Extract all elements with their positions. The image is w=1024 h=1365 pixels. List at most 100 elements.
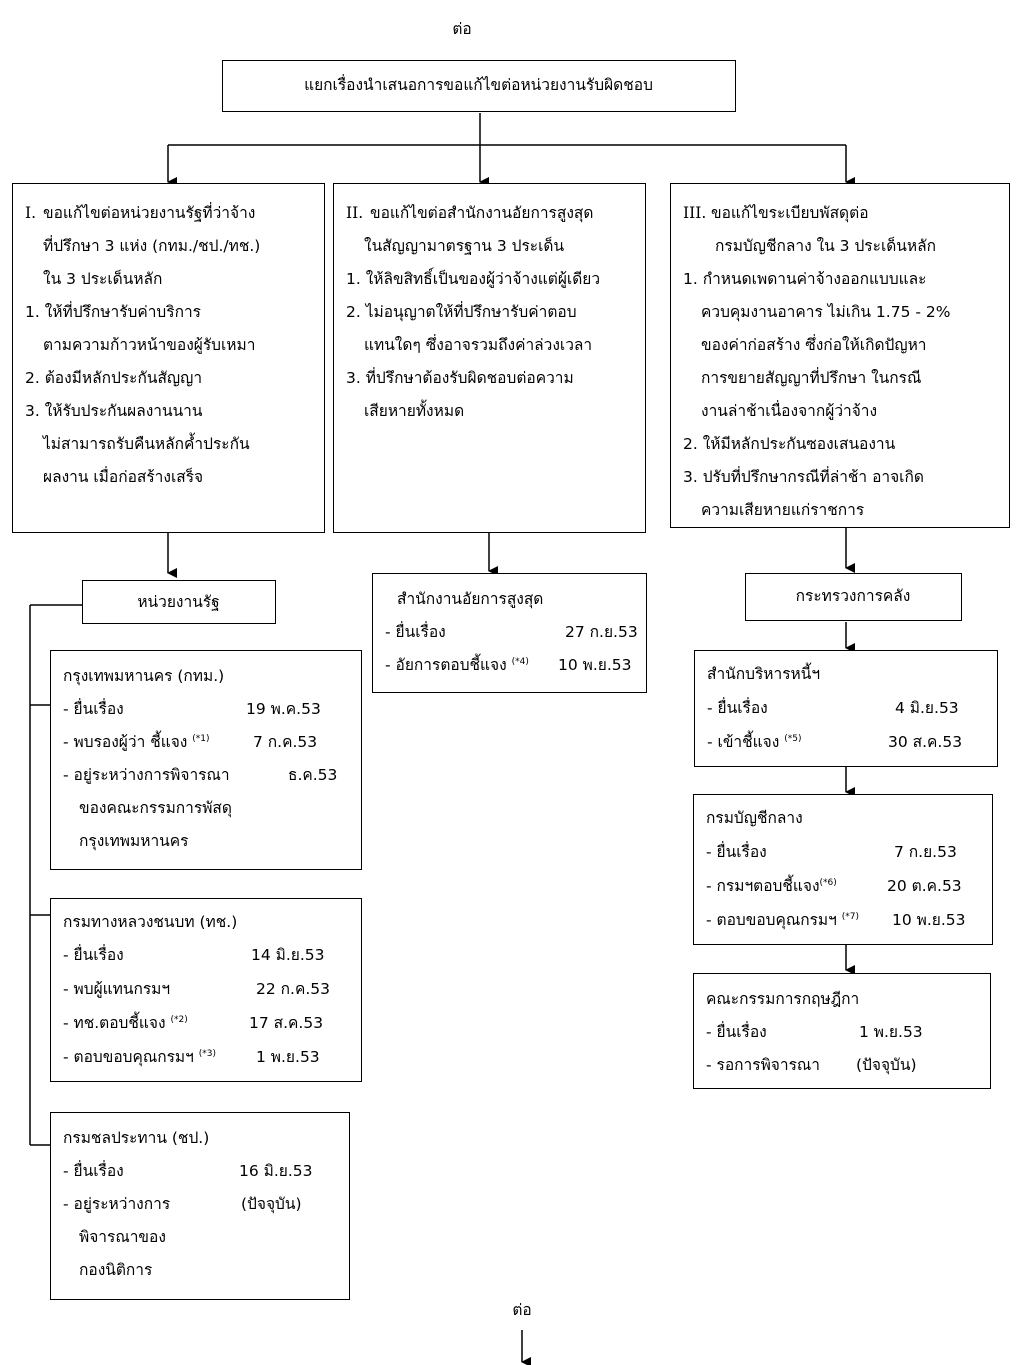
footnote-ref: (*6) bbox=[819, 878, 837, 888]
step-label: กองนิติการ bbox=[79, 1261, 153, 1279]
issue-line: ใน 3 ประเด็นหลัก bbox=[43, 270, 163, 288]
agency-title: คณะกรรมการกฤษฎีกา bbox=[706, 990, 860, 1008]
step-label: - ยื่นเรื่อง bbox=[385, 623, 446, 641]
step-label: - ยื่นเรื่อง bbox=[706, 843, 767, 861]
step-label: - ตอบขอบคุณกรมฯ (*7) bbox=[706, 911, 860, 929]
step-date: 4 มิ.ย.53 bbox=[895, 699, 959, 717]
issue-line: 1. ให้ที่ปรึกษารับค่าบริการ bbox=[25, 303, 202, 321]
issue-line: ตามความก้าวหน้าของผู้รับเหมา bbox=[43, 336, 256, 354]
issue-number-2: II. bbox=[346, 204, 364, 222]
footnote-ref: (*7) bbox=[841, 912, 860, 922]
step-label: - พบผู้แทนกรมฯ bbox=[63, 980, 171, 998]
step-label: - ยื่นเรื่อง bbox=[63, 1162, 124, 1180]
agency-box-bma: กรุงเทพมหานคร (กทม.) - ยื่นเรื่อง 19 พ.ค… bbox=[50, 650, 362, 870]
footnote-ref: (*2) bbox=[170, 1015, 188, 1025]
agency-title: สำนักบริหารหนี้ฯ bbox=[707, 665, 821, 683]
continued-top-label: ต่อ bbox=[452, 20, 472, 38]
step-label: - กรมฯตอบชี้แจง(*6) bbox=[706, 877, 837, 895]
agency-header-label: กระทรวงการคลัง bbox=[795, 587, 911, 605]
step-label: - ตอบขอบคุณกรมฯ (*3) bbox=[63, 1048, 217, 1066]
footnote-ref: (*5) bbox=[784, 734, 802, 744]
step-label: - เข้าชี้แจง (*5) bbox=[707, 733, 802, 751]
agency-box-pdmo: สำนักบริหารหนี้ฯ - ยื่นเรื่อง 4 มิ.ย.53 … bbox=[694, 650, 998, 767]
agency-header-state: หน่วยงานรัฐ bbox=[82, 580, 276, 624]
issue-line: การขยายสัญญาที่ปรึกษา ในกรณี bbox=[701, 369, 922, 387]
agency-title: สำนักงานอัยการสูงสุด bbox=[397, 590, 544, 608]
agency-box-council-of-state: คณะกรรมการกฤษฎีกา - ยื่นเรื่อง 1 พ.ย.53 … bbox=[693, 973, 991, 1089]
agency-title: กรมบัญชีกลาง bbox=[706, 809, 803, 827]
footnote-ref: (*3) bbox=[198, 1049, 217, 1059]
agency-box-cgd: กรมบัญชีกลาง - ยื่นเรื่อง 7 ก.ย.53 - กรม… bbox=[693, 794, 993, 945]
step-date: 27 ก.ย.53 bbox=[565, 623, 638, 641]
step-date: 10 พ.ย.53 bbox=[892, 911, 966, 929]
issue-line: 3. ที่ปรึกษาต้องรับผิดชอบต่อความ bbox=[346, 369, 574, 387]
issue-line: 3. ให้รับประกันผลงานนาน bbox=[25, 402, 203, 420]
step-date: 22 ก.ค.53 bbox=[256, 980, 330, 998]
issue-line: งานล่าช้าเนื่องจากผู้ว่าจ้าง bbox=[701, 402, 878, 420]
footnote-ref: (*1) bbox=[192, 734, 210, 744]
step-date: 14 มิ.ย.53 bbox=[251, 946, 325, 964]
step-label: - ยื่นเรื่อง bbox=[63, 946, 124, 964]
issue-box-attorney-general: II. ขอแก้ไขต่อสำนักงานอัยการสูงสุด ในสัญ… bbox=[333, 183, 646, 533]
step-date: 7 ก.ค.53 bbox=[253, 733, 318, 751]
step-date: 1 พ.ย.53 bbox=[256, 1048, 320, 1066]
step-date: ธ.ค.53 bbox=[288, 766, 338, 784]
step-date: 10 พ.ย.53 bbox=[558, 656, 632, 674]
agency-box-drr: กรมทางหลวงชนบท (ทช.) - ยื่นเรื่อง 14 มิ.… bbox=[50, 898, 362, 1082]
agency-box-oag: สำนักงานอัยการสูงสุด - ยื่นเรื่อง 27 ก.ย… bbox=[372, 573, 647, 693]
issue-line: ในสัญญามาตรฐาน 3 ประเด็น bbox=[364, 237, 565, 255]
step-date: 7 ก.ย.53 bbox=[894, 843, 957, 861]
issue-line: ขอแก้ไขต่อหน่วยงานรัฐที่ว่าจ้าง bbox=[43, 204, 256, 222]
footnote-ref: (*4) bbox=[511, 657, 529, 667]
issue-line: 2. ต้องมีหลักประกันสัญญา bbox=[25, 369, 203, 387]
continued-bottom-label: ต่อ bbox=[512, 1301, 532, 1319]
issue-line: 2. ไม่อนุญาตให้ที่ปรึกษารับค่าตอบ bbox=[346, 303, 577, 321]
agency-title: กรมชลประทาน (ชป.) bbox=[63, 1129, 210, 1147]
issue-line: ไม่สามารถรับคืนหลักค้ำประกัน bbox=[43, 435, 250, 453]
issue-line: เสียหายทั้งหมด bbox=[364, 402, 465, 420]
agency-box-rid: กรมชลประทาน (ชป.) - ยื่นเรื่อง 16 มิ.ย.5… bbox=[50, 1112, 350, 1300]
issue-number-3: III. bbox=[683, 204, 707, 222]
issue-line: ควบคุมงานอาคาร ไม่เกิน 1.75 - 2% bbox=[701, 303, 951, 321]
step-label: - อยู่ระหว่างการพิจารณา bbox=[63, 766, 230, 784]
agency-header-label: หน่วยงานรัฐ bbox=[137, 593, 220, 611]
step-label: - ยื่นเรื่อง bbox=[706, 1023, 767, 1041]
issue-line: ความเสียหายแก่ราชการ bbox=[701, 501, 865, 519]
root-box: แยกเรื่องนำเสนอการขอแก้ไขต่อหน่วยงานรับผ… bbox=[222, 60, 736, 112]
step-date: 19 พ.ค.53 bbox=[246, 700, 321, 718]
issue-line: ผลงาน เมื่อก่อสร้างเสร็จ bbox=[43, 468, 204, 486]
issue-line: 2. ให้มีหลักประกันซองเสนองาน bbox=[683, 435, 896, 453]
issue-line: 3. ปรับที่ปรึกษากรณีที่ล่าช้า อาจเกิด bbox=[683, 468, 924, 486]
issue-line: ขอแก้ไขต่อสำนักงานอัยการสูงสุด bbox=[370, 204, 594, 222]
agency-title: กรมทางหลวงชนบท (ทช.) bbox=[63, 913, 238, 931]
agency-title: กรุงเทพมหานคร (กทม.) bbox=[63, 667, 225, 685]
step-label: - พบรองผู้ว่า ชี้แจง (*1) bbox=[63, 733, 210, 751]
issue-line: แทนใดๆ ซึ่งอาจรวมถึงค่าล่วงเวลา bbox=[364, 336, 593, 354]
step-label: - ยื่นเรื่อง bbox=[707, 699, 768, 717]
step-date: 17 ส.ค.53 bbox=[249, 1014, 324, 1032]
issue-number-1: I. bbox=[25, 204, 37, 222]
step-status: (ปัจจุบัน) bbox=[241, 1195, 302, 1213]
step-label: กรุงเทพมหานคร bbox=[79, 832, 189, 850]
step-date: 20 ต.ค.53 bbox=[887, 877, 962, 895]
agency-header-mof: กระทรวงการคลัง bbox=[745, 573, 962, 621]
step-label: ของคณะกรรมการพัสดุ bbox=[79, 799, 232, 817]
issue-line: กรมบัญชีกลาง ใน 3 ประเด็นหลัก bbox=[715, 237, 937, 255]
issue-box-state-agencies: I. ขอแก้ไขต่อหน่วยงานรัฐที่ว่าจ้าง ที่ปร… bbox=[12, 183, 325, 533]
step-label: - ทช.ตอบชี้แจง (*2) bbox=[63, 1014, 188, 1032]
issue-line: ขอแก้ไขระเบียบพัสดุต่อ bbox=[711, 204, 869, 222]
step-label: - อัยการตอบชี้แจง (*4) bbox=[385, 656, 529, 674]
step-label: - รอการพิจารณา bbox=[706, 1056, 820, 1074]
issue-line: 1. ให้ลิขสิทธิ์เป็นของผู้ว่าจ้างแต่ผู้เด… bbox=[346, 270, 601, 288]
root-title: แยกเรื่องนำเสนอการขอแก้ไขต่อหน่วยงานรับผ… bbox=[304, 76, 653, 94]
issue-line: ของค่าก่อสร้าง ซึ่งก่อให้เกิดปัญหา bbox=[701, 336, 927, 354]
issue-box-procurement: III. ขอแก้ไขระเบียบพัสดุต่อ กรมบัญชีกลาง… bbox=[670, 183, 1010, 528]
step-label: - อยู่ระหว่างการ bbox=[63, 1195, 171, 1213]
issue-line: 1. กำหนดเพดานค่าจ้างออกแบบและ bbox=[683, 270, 927, 288]
issue-line: ที่ปรึกษา 3 แห่ง (กทม./ชป./ทช.) bbox=[43, 237, 261, 255]
step-date: 30 ส.ค.53 bbox=[888, 733, 963, 751]
step-date: 16 มิ.ย.53 bbox=[239, 1162, 313, 1180]
step-label: พิจารณาของ bbox=[79, 1228, 166, 1246]
step-label: - ยื่นเรื่อง bbox=[63, 700, 124, 718]
